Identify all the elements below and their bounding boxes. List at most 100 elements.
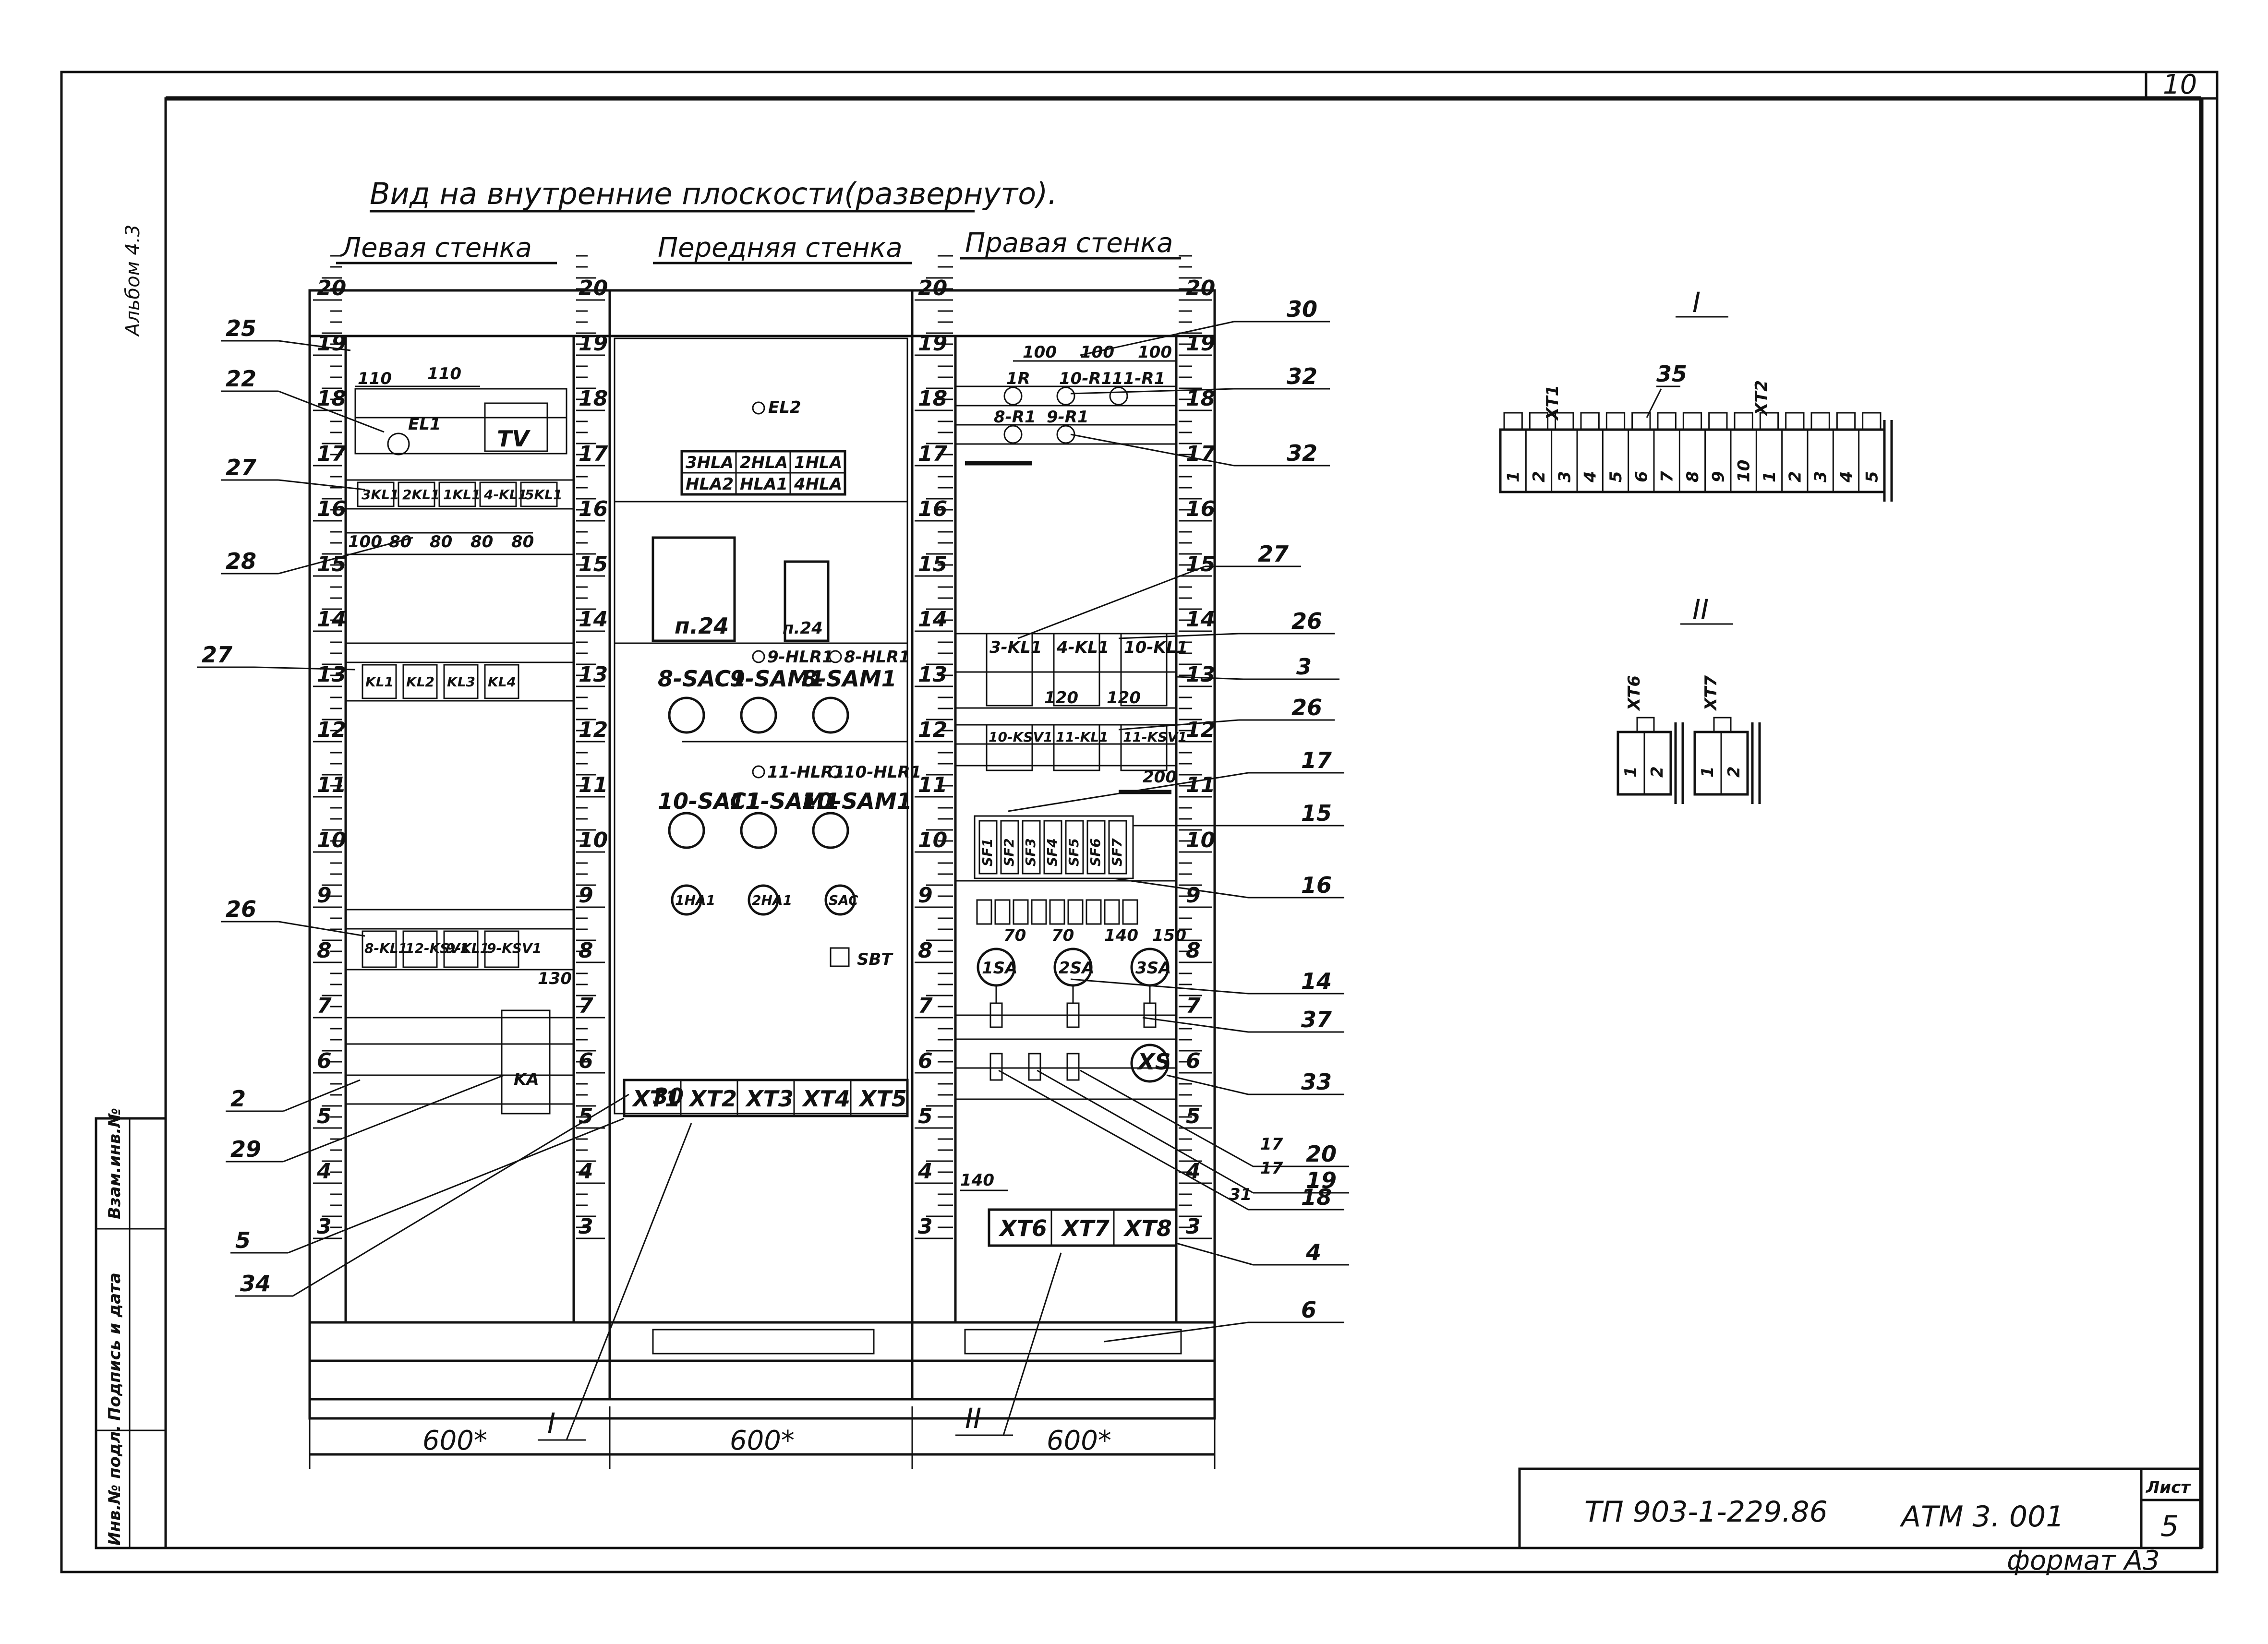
relay-label: 8-KL1 [364, 940, 408, 956]
relay-label: 3-KL1 [989, 638, 1042, 657]
ruler-label: 20 [918, 276, 947, 300]
cell-tab [1636, 717, 1655, 733]
ruler-label: 10 [918, 828, 947, 852]
cell-label: 1 [1760, 471, 1779, 482]
cell-tab [1682, 412, 1702, 431]
hlr-label: 9-HLR1 [767, 648, 833, 667]
el2-lamp [752, 401, 765, 415]
callout-label: 19 [1306, 1167, 1337, 1193]
cell-label: 10 [1735, 460, 1754, 482]
ruler-label: 18 [918, 386, 947, 411]
callout-label: 26 [1291, 608, 1322, 634]
relay-box [438, 481, 476, 507]
fuse-label: SF7 [1109, 838, 1125, 866]
fuse-cell [1086, 820, 1106, 875]
section-II-label: II [1692, 593, 1709, 626]
fuse-base [976, 899, 992, 925]
ruler-label: 16 [1186, 497, 1215, 521]
callout-label: 25 [226, 315, 256, 341]
front-wall-heading: Передняя стенка [658, 232, 903, 264]
callout-leader [278, 479, 365, 491]
ruler-label: 8 [317, 938, 332, 963]
ruler-label: 20 [317, 276, 346, 300]
lamp-label: 4HLA [794, 475, 842, 494]
callout-label: 26 [226, 896, 256, 922]
ruler-label: 17 [1186, 442, 1216, 466]
ruler-label: 18 [317, 386, 346, 411]
ruler-label: 14 [918, 607, 947, 632]
right-wall-heading: Правая стенка [965, 228, 1173, 259]
ruler-label: 12 [1186, 718, 1215, 742]
ruler-label: 19 [1186, 331, 1215, 356]
lamp-label: HLA2 [686, 475, 734, 494]
breaker-label: 1SA [982, 959, 1017, 978]
ruler-label: 5 [317, 1104, 332, 1128]
round-instrument [671, 884, 702, 916]
document-code: АТМ 3. 001 [1899, 1500, 2064, 1534]
dim-200: 200 [1143, 768, 1177, 787]
corner-number: 10 [2163, 69, 2197, 100]
ruler-label: 4 [578, 1159, 593, 1184]
album-label: Альбом 4.3 [122, 225, 144, 337]
dim-label: 70 [1003, 926, 1026, 945]
cell-tab [1631, 412, 1651, 431]
relay-label: 1KL1 [443, 487, 481, 503]
cell-tab [1713, 717, 1732, 733]
callout-leader [278, 921, 365, 937]
relay-box [986, 633, 1033, 707]
format-label: формат А3 [2007, 1545, 2160, 1576]
callout-leader [254, 666, 356, 671]
terminal-label: XT4 [801, 1086, 850, 1112]
relay-label: 9-KSV1 [487, 940, 542, 956]
ruler-label: 3 [1186, 1214, 1201, 1239]
callout-label: 32 [1287, 440, 1317, 466]
relay-label: 9-KL1 [446, 940, 489, 956]
relay-label: KL4 [488, 674, 516, 690]
title-block [1518, 1467, 2203, 1549]
callout-leader [1176, 1242, 1254, 1266]
relay-label: 12-KSV1 [405, 940, 470, 956]
box-p24-a-label: п.24 [675, 613, 729, 639]
callout-label: 2 [230, 1086, 246, 1112]
callout-label: 29 [230, 1136, 261, 1162]
xs-socket [1130, 1044, 1170, 1083]
width-left: 600* [422, 1425, 487, 1456]
ruler-label: 3 [918, 1214, 933, 1239]
ruler-label: 7 [918, 994, 933, 1018]
ruler-label: 6 [918, 1049, 933, 1073]
switch-knob [812, 812, 849, 849]
ruler-label: 14 [579, 607, 608, 632]
callout-label: 28 [226, 548, 256, 574]
section-mark-II: II [965, 1402, 981, 1435]
dim-label: 120 [1044, 688, 1078, 708]
fuse-base [1104, 899, 1120, 925]
terminal-label: XT1 [631, 1086, 680, 1112]
fuse-label: SF6 [1087, 838, 1103, 866]
callout-label: 15 [1301, 800, 1332, 826]
relay-box [986, 724, 1033, 771]
extra-label: 17 [1260, 1159, 1283, 1178]
round-label: SAC [829, 892, 858, 908]
cell-label: 9 [1709, 471, 1728, 482]
fuse-cell [1108, 820, 1127, 875]
ruler-label: 10 [317, 828, 346, 852]
callout-leader [283, 1079, 361, 1112]
ruler-label: 11 [1186, 773, 1215, 797]
lamp-label: 1HLA [794, 453, 842, 472]
fuse-label: SF1 [979, 838, 995, 866]
ruler-label: 19 [579, 331, 608, 356]
cell-tab [1605, 412, 1626, 431]
cell-tab [1529, 412, 1549, 431]
ruler-label: 17 [579, 442, 608, 466]
dim-label: 100 [1080, 343, 1114, 362]
cell-label: 2 [1530, 471, 1549, 482]
cell-label: 1 [1621, 766, 1641, 778]
